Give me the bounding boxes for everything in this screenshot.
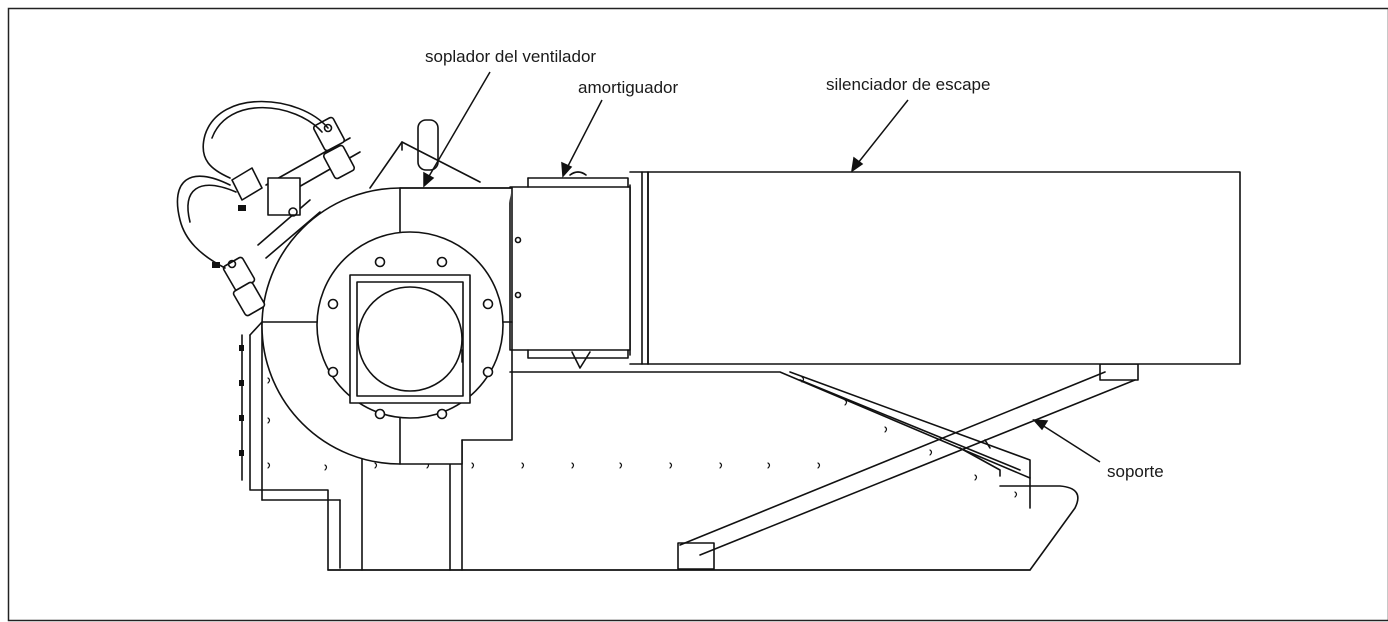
base-frame [239, 321, 1079, 571]
leader-exhaust-silencer [850, 99, 909, 173]
exhaust-silencer [629, 171, 1241, 365]
label-support: soporte [1107, 462, 1164, 481]
leader-fan-blower [423, 71, 491, 188]
leader-support [1032, 419, 1101, 463]
support-strut [677, 363, 1139, 570]
label-fan-blower: soplador del ventilador [425, 47, 596, 66]
motor-assembly [176, 100, 481, 317]
label-damper: amortiguador [578, 78, 679, 97]
damper [509, 171, 631, 369]
leader-damper [561, 99, 603, 178]
diagram-border [7, 7, 1388, 622]
label-exhaust-silencer: silenciador de escape [826, 75, 990, 94]
fan-blower [261, 187, 513, 465]
